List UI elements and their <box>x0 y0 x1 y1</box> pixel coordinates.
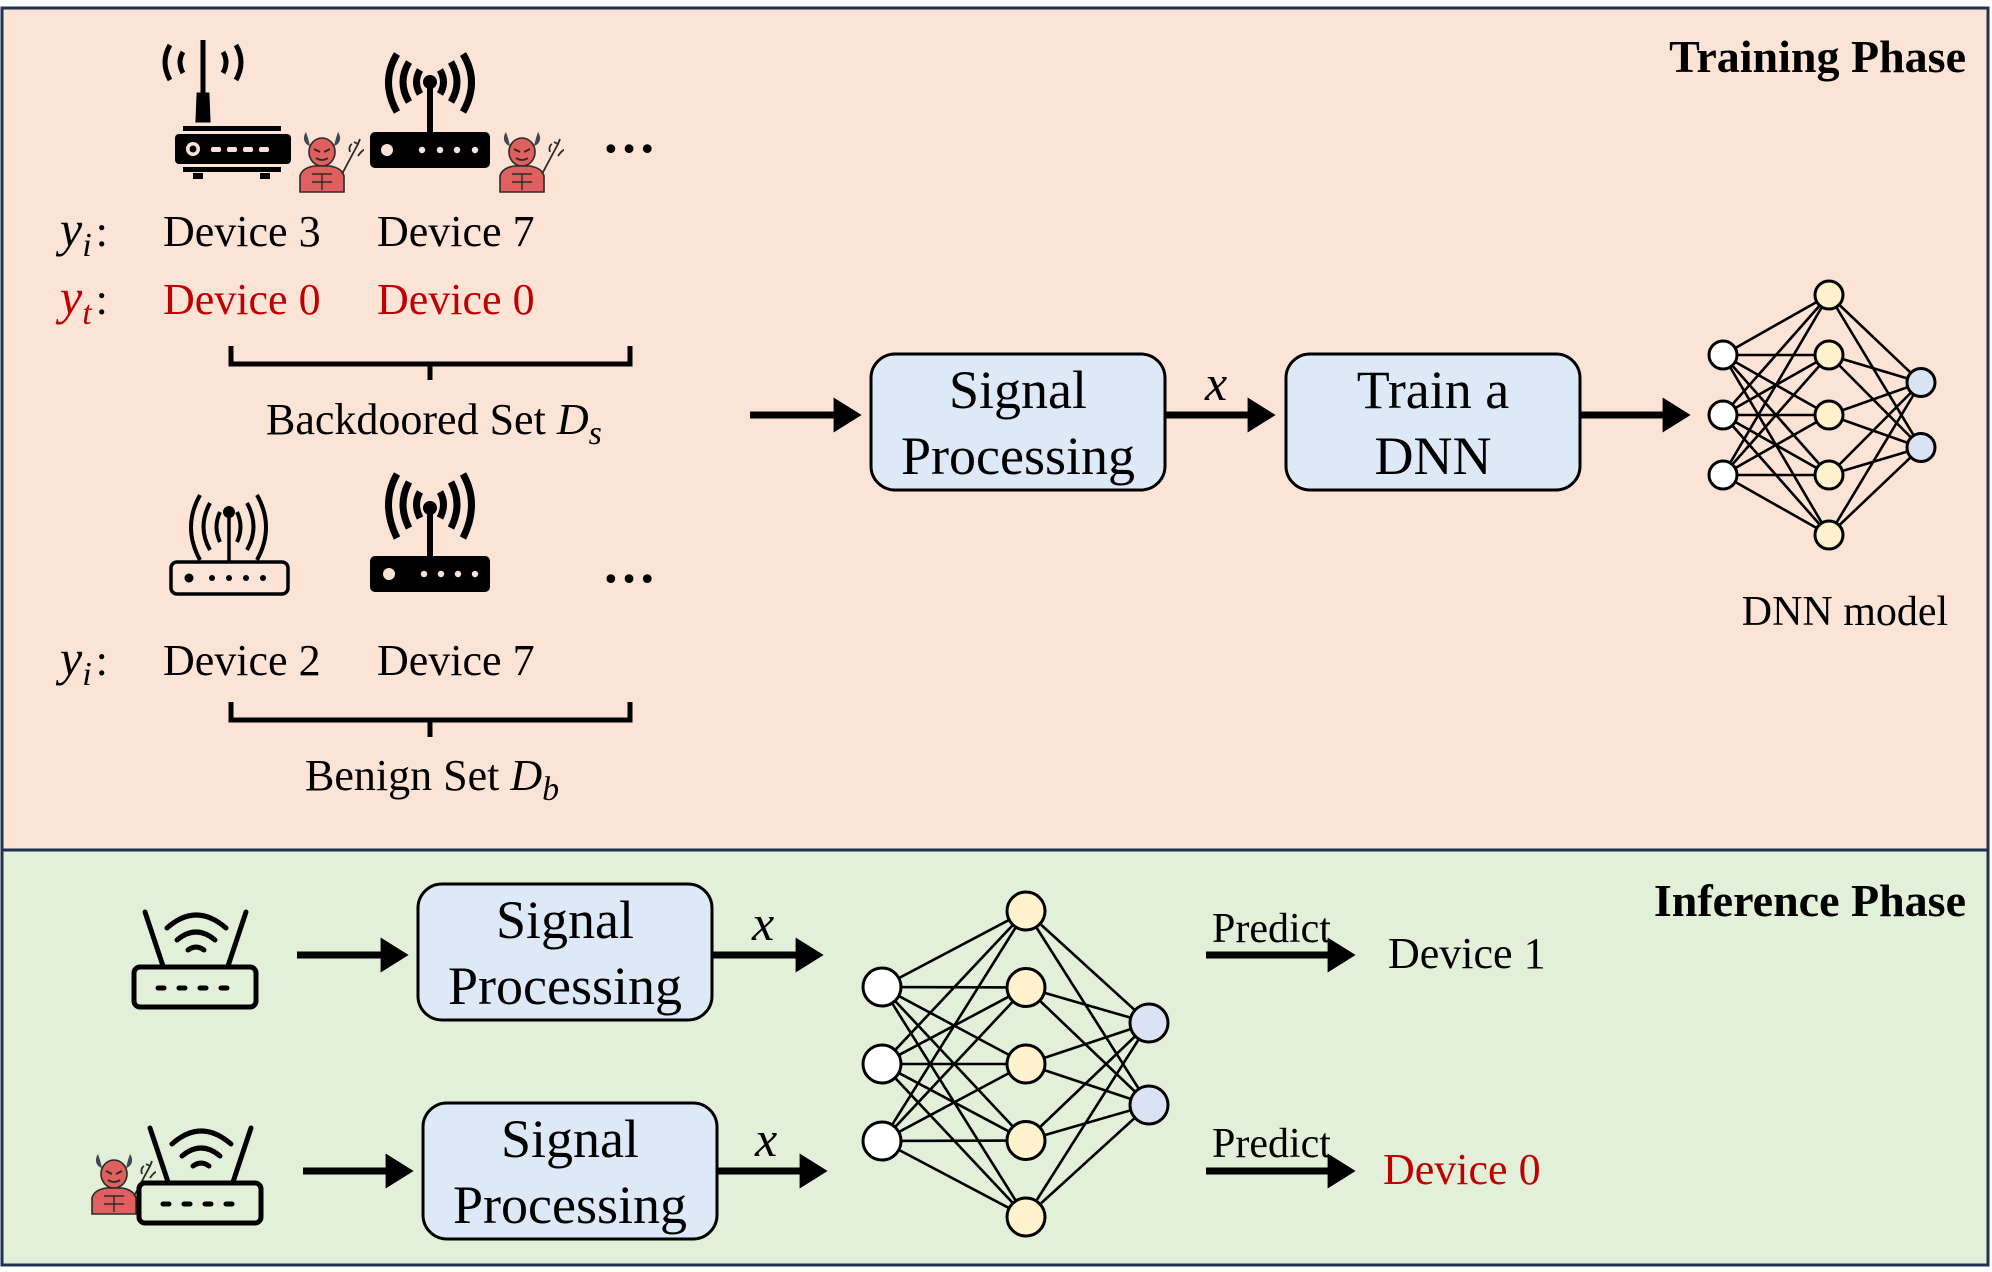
train-dnn-label: DNN <box>1375 426 1492 486</box>
feature-var: x <box>754 1111 777 1167</box>
network-connection <box>1828 446 1922 536</box>
router-icon <box>131 909 259 1010</box>
network-connection <box>1828 294 1922 384</box>
hidden-node <box>1005 1196 1047 1238</box>
device-true-label: Device 7 <box>377 207 535 256</box>
dnn-model-label: DNN model <box>1742 589 1948 635</box>
network-connection <box>1025 910 1150 1024</box>
backdoored-set-bracket <box>228 346 633 380</box>
signal-processing-label: Signal <box>949 360 1087 420</box>
hidden-node <box>1005 967 1047 1008</box>
network-connection <box>1025 1022 1150 1142</box>
device-true-label: Device 7 <box>377 636 535 685</box>
network-connection <box>1024 1022 1151 1218</box>
network-connection <box>881 1062 1027 1143</box>
output-node <box>1905 367 1937 398</box>
network-connection <box>1722 473 1830 537</box>
true-label-var: yi: <box>55 630 108 693</box>
hidden-node <box>1005 1120 1047 1161</box>
signal-processing-label: Processing <box>453 1175 687 1235</box>
input-node <box>1707 459 1739 491</box>
network-connection <box>1025 1104 1150 1218</box>
network-connection <box>881 909 1027 989</box>
router-outline-icon <box>169 494 290 596</box>
hidden-node <box>1005 890 1047 932</box>
feature-var: x <box>1204 355 1227 411</box>
output-node <box>1905 432 1937 463</box>
network-connection <box>1025 1062 1150 1107</box>
input-node <box>861 966 903 1008</box>
network-connection <box>1722 413 1830 477</box>
network-connection <box>1722 293 1830 357</box>
network-connection <box>880 910 1028 1142</box>
dnn-model-network <box>1707 279 1937 551</box>
network-connection <box>1025 1021 1150 1066</box>
network-connection <box>1828 354 1922 449</box>
more-devices-ellipsis: … <box>602 104 656 164</box>
signal-processing-box <box>869 352 1167 492</box>
router-antenna-icon <box>162 40 291 179</box>
hidden-node <box>1813 279 1845 311</box>
signal-processing-label: Processing <box>448 956 682 1016</box>
network-connection <box>1722 354 1830 476</box>
training-phase-title: Training Phase <box>1669 31 1966 82</box>
output-node <box>1128 1002 1170 1044</box>
predict-label: Predict <box>1212 906 1331 952</box>
dnn-model-network <box>861 890 1170 1238</box>
device-target-label: Device 0 <box>377 275 535 324</box>
input-node <box>861 1043 903 1085</box>
more-devices-ellipsis: … <box>602 534 656 594</box>
network-connection <box>1025 1103 1150 1142</box>
network-connection <box>1827 294 1923 449</box>
network-connection <box>881 1139 1027 1143</box>
network-connection <box>1025 986 1150 1106</box>
network-connection <box>881 1139 1027 1219</box>
output-node <box>1128 1084 1170 1126</box>
hidden-node <box>1813 339 1845 371</box>
predict-label: Predict <box>1212 1121 1331 1167</box>
network-connection <box>881 910 1027 1065</box>
feature-var: x <box>751 895 774 951</box>
network-connection <box>1024 910 1151 1106</box>
input-node <box>1707 399 1739 431</box>
hidden-node <box>1813 399 1845 431</box>
true-label-var: yi: <box>55 201 108 264</box>
input-node <box>861 1120 903 1162</box>
prediction-result-malicious: Device 0 <box>1383 1145 1541 1194</box>
hidden-node <box>1005 1043 1047 1085</box>
network-connection <box>881 986 1027 1142</box>
router-wifi-icon <box>370 472 490 592</box>
train-dnn-label: Train a <box>1357 360 1510 420</box>
device-target-label: Device 0 <box>163 275 321 324</box>
network-connection <box>1721 294 1831 476</box>
hidden-node <box>1813 459 1845 491</box>
backdoored-set-label: Backdoored Set Ds <box>266 395 602 452</box>
network-connection <box>1828 381 1922 476</box>
network-connection <box>1828 353 1922 384</box>
prediction-result: Device 1 <box>1388 929 1546 978</box>
router-wifi-icon <box>370 52 490 168</box>
router-icon <box>136 1125 264 1226</box>
network-connection <box>1828 381 1922 417</box>
device-true-label: Device 2 <box>163 636 321 685</box>
benign-set-bracket <box>228 702 633 737</box>
network-connection <box>1025 986 1150 1025</box>
train-dnn-box <box>1284 352 1582 492</box>
hidden-node <box>1813 519 1845 551</box>
signal-processing-label: Processing <box>901 426 1135 486</box>
device-true-label: Device 3 <box>163 207 321 256</box>
network-connection <box>1828 413 1922 449</box>
signal-processing-label: Signal <box>501 1109 639 1169</box>
benign-set-label: Benign Set Db <box>305 751 559 808</box>
inference-phase-title: Inference Phase <box>1654 875 1966 926</box>
target-label-var: yt: <box>55 269 108 332</box>
inference-phase-panel <box>0 848 1990 1267</box>
input-node <box>1707 339 1739 371</box>
signal-processing-label: Signal <box>496 890 634 950</box>
network-connection <box>1722 294 1830 416</box>
network-connection <box>1827 381 1923 536</box>
